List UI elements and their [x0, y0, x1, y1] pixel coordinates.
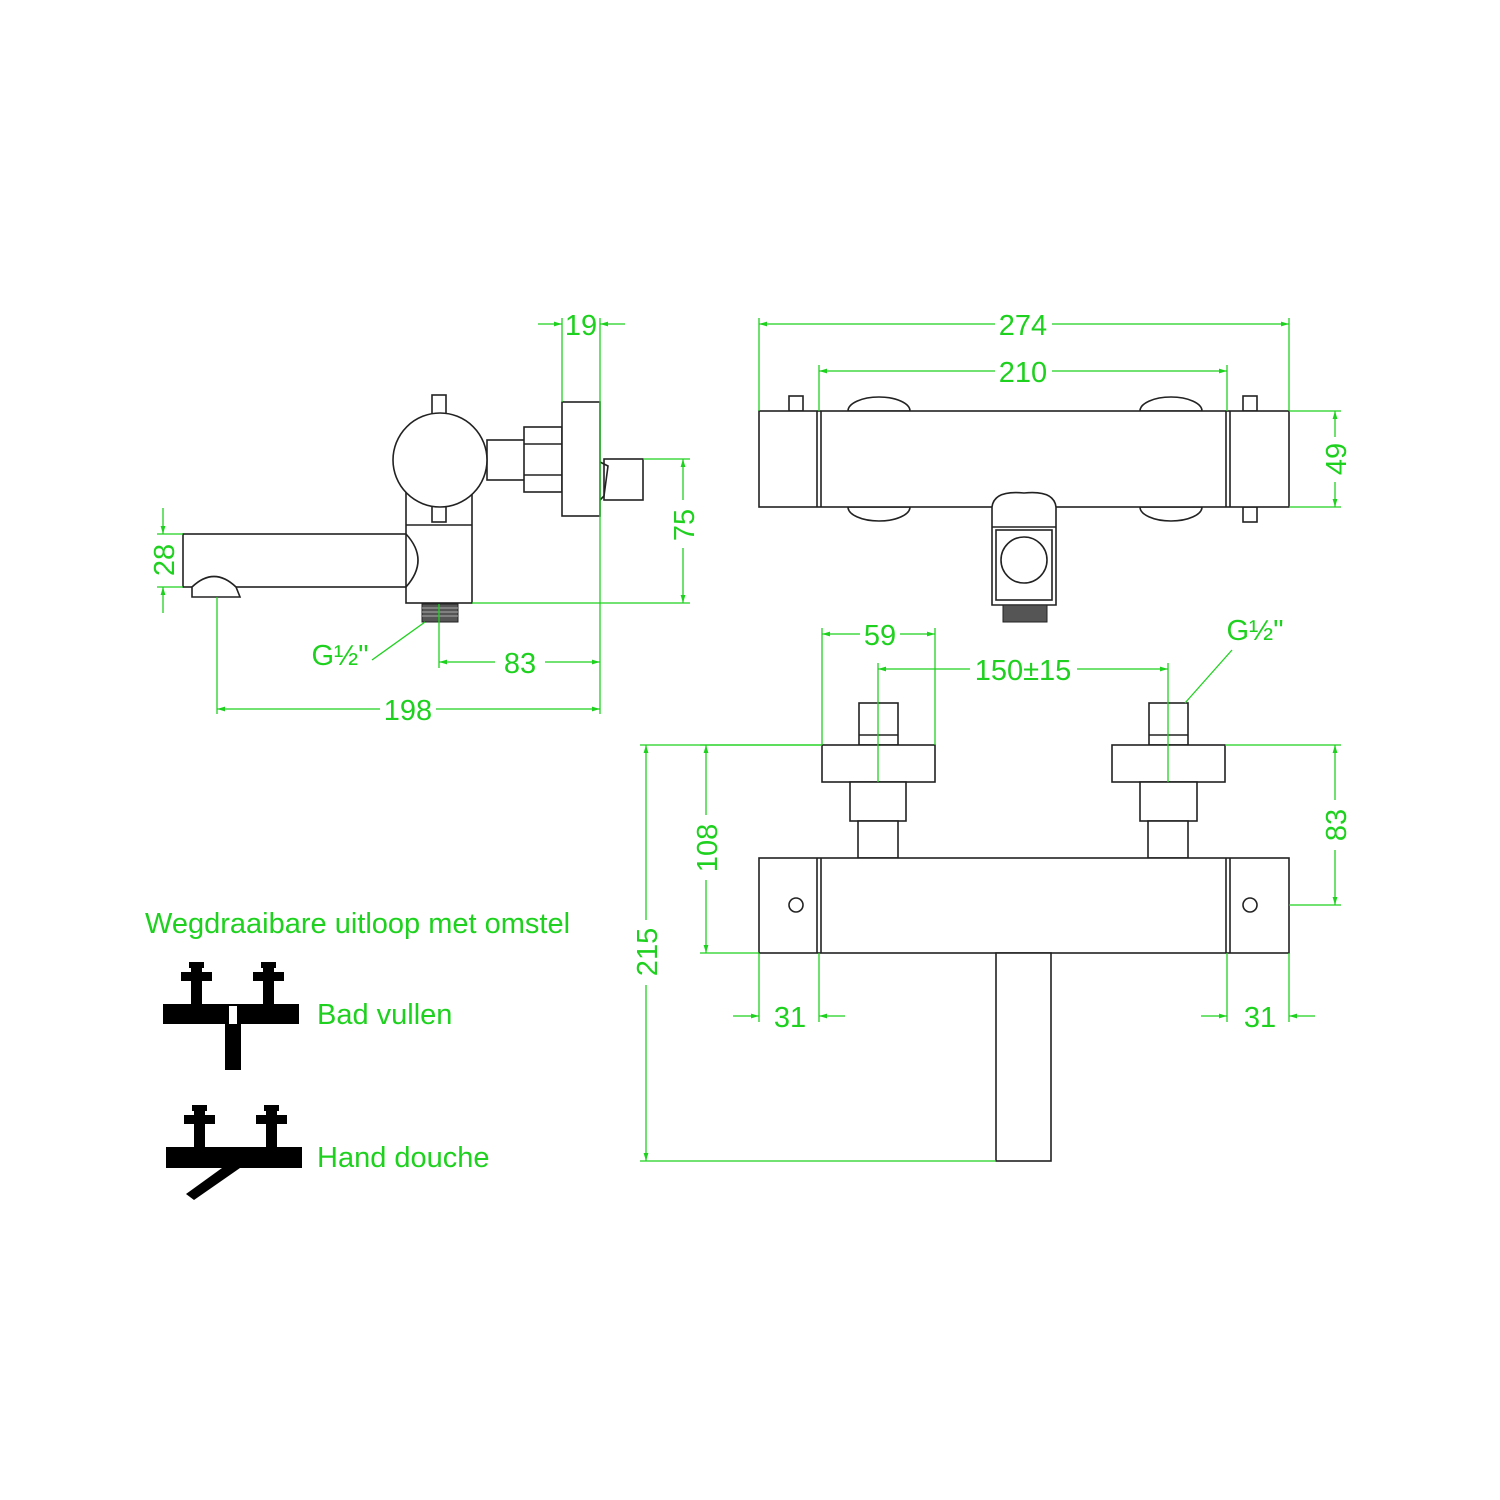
dim-label: 83 [504, 648, 536, 680]
dim-label: 108 [692, 824, 724, 872]
dim-label: 59 [864, 620, 896, 652]
dim-label: 210 [999, 357, 1047, 389]
dim-59: 59 [821, 620, 936, 745]
hex-nut [523, 426, 563, 493]
legend-item-label: Hand douche [317, 1142, 490, 1174]
dim-label: G½" [311, 640, 368, 672]
legend: Wegdraaibare uitloop met omstel Bad vull… [145, 908, 570, 1200]
bath-fill-icon [163, 962, 299, 1070]
shower-connector [603, 458, 644, 501]
dim-49: 49 [1289, 410, 1353, 508]
dim-210: 210 [818, 357, 1228, 411]
thermostat-knob [392, 412, 488, 508]
mixer-body-front [758, 857, 1290, 954]
dim-label: 49 [1321, 443, 1353, 475]
front-view: 59 150±15 G½" 215 108 83 31 31 [632, 615, 1353, 1162]
thread-connector [421, 603, 459, 623]
dim-75: 75 [472, 458, 701, 604]
dim-274: 274 [758, 310, 1290, 411]
dim-label: 83 [1321, 809, 1353, 841]
wall-flange [561, 401, 601, 517]
side-view: 19 75 28 G½" 83 198 [149, 310, 701, 727]
dim-label: 19 [565, 310, 597, 342]
dim-215: 215 [632, 744, 996, 1162]
dim-108: 108 [692, 744, 822, 954]
dim-label: 150±15 [975, 655, 1072, 687]
legend-item-label: Bad vullen [317, 999, 452, 1031]
thread-callout-front: G½" [1184, 615, 1284, 704]
dim-label: 31 [774, 1002, 806, 1034]
dim-label: 31 [1244, 1002, 1276, 1034]
dim-label: G½" [1226, 615, 1283, 647]
dim-150: 150±15 [877, 655, 1169, 782]
dim-28: 28 [149, 508, 183, 613]
thread-callout: G½" [311, 621, 426, 672]
connecting-pipe [486, 439, 528, 481]
dim-label: 75 [669, 509, 701, 541]
dim-label: 198 [384, 695, 432, 727]
spout-front [995, 952, 1052, 1162]
spout-outlet [191, 575, 242, 598]
dim-19: 19 [538, 310, 625, 714]
hand-shower-icon [166, 1105, 302, 1200]
legend-title: Wegdraaibare uitloop met omstel [145, 908, 570, 940]
dim-198: 198 [216, 597, 600, 727]
dim-83-front: 83 [1225, 744, 1353, 906]
top-view: 274 210 49 [758, 310, 1353, 623]
dim-31-right: 31 [1201, 953, 1315, 1034]
dim-31-left: 31 [733, 953, 845, 1034]
dim-label: 215 [632, 928, 664, 976]
mixer-body-top [758, 410, 1290, 508]
dim-label: 274 [999, 310, 1047, 342]
dim-83: 83 [438, 604, 600, 680]
dim-label: 28 [149, 544, 181, 576]
